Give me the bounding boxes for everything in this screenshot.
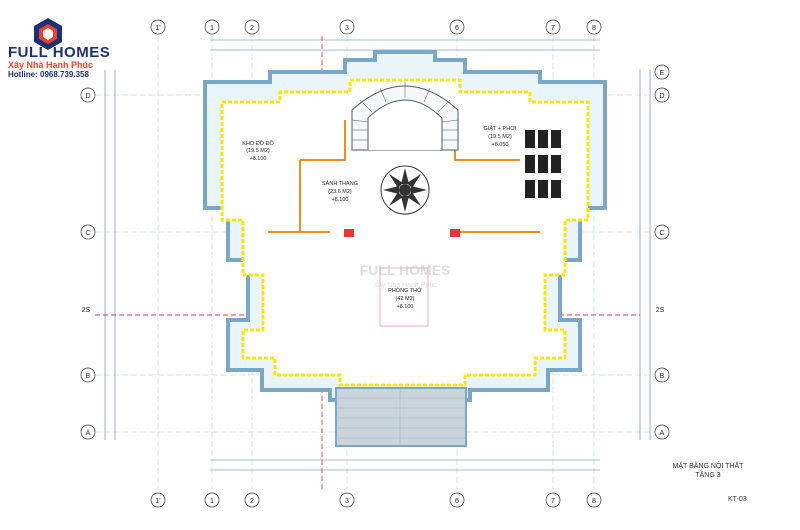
- room-level: +8.100: [332, 197, 349, 203]
- bottom-axis-bubbles: [150, 492, 602, 508]
- room-level: +8.100: [397, 304, 414, 310]
- room-name: SẢNH THANG: [322, 180, 358, 187]
- bottom-axis-label: 2: [250, 498, 254, 505]
- top-axis-label: 1': [155, 25, 160, 32]
- centerline-label: 2S: [82, 307, 91, 314]
- door-marker-right: [450, 229, 460, 237]
- room-area: (19.5 M2): [488, 134, 512, 140]
- bottom-axis-label: 8: [592, 498, 596, 505]
- floor-medallion-ornament: [380, 165, 430, 215]
- brand-slogan: Xây Nhà Hạnh Phúc: [8, 60, 94, 70]
- right-axis-bubbles: [654, 64, 670, 440]
- top-axis-label: 3: [345, 25, 349, 32]
- brand-logo-icon: [34, 18, 62, 50]
- bottom-axis-label: 7: [551, 498, 555, 505]
- left-axis-label: B: [86, 373, 91, 380]
- bottom-axis-label: 1': [155, 498, 160, 505]
- right-axis-label: C: [659, 230, 664, 237]
- bottom-axis-label: 1: [210, 498, 214, 505]
- laundry-racks: [525, 130, 561, 198]
- room-area: (42 M2): [396, 296, 415, 302]
- room-level: +8.050: [492, 142, 509, 148]
- balcony-tiles: [335, 387, 467, 447]
- top-axis-bubbles: [150, 19, 602, 35]
- drawing-title: MẶT BẰNG NỘI THẤT TẦNG 3: [668, 462, 748, 480]
- room-area: (23.6 M2): [328, 189, 352, 195]
- svg-text:Xây Nhà Hạnh Phúc: Xây Nhà Hạnh Phúc: [373, 282, 437, 289]
- staircase: [351, 82, 459, 151]
- sheet-code: KT-03: [728, 496, 747, 503]
- right-axis-label: E: [660, 70, 665, 77]
- right-axis-label: A: [660, 430, 665, 437]
- drawing-title-line-2: TẦNG 3: [695, 472, 721, 479]
- bottom-axis-label: 6: [455, 498, 459, 505]
- right-axis-label: B: [660, 373, 665, 380]
- brand-hotline: Hotline: 0968.739.358: [8, 70, 89, 79]
- room-area: (19.5 M2): [246, 148, 270, 154]
- left-axis-label: C: [85, 230, 90, 237]
- room-level: +8.100: [250, 156, 267, 162]
- interior-wall-highlight: [220, 78, 590, 387]
- svg-text:FULL HOMES: FULL HOMES: [360, 262, 451, 278]
- top-axis-label: 7: [551, 25, 555, 32]
- left-axis-label: D: [85, 93, 90, 100]
- left-axis-bubbles: [80, 87, 96, 440]
- room-name: KHO ĐỒ ĐỒ: [242, 140, 274, 147]
- left-axis-label: A: [86, 430, 91, 437]
- right-axis-label: D: [659, 93, 664, 100]
- top-axis-label: 6: [455, 25, 459, 32]
- brand-name: FULL HOMES: [8, 44, 111, 61]
- drawing-title-line-1: MẶT BẰNG NỘI THẤT: [672, 463, 744, 470]
- room-name: GIẶT + PHƠI: [484, 125, 517, 132]
- watermark: FULL HOMES Xây Nhà Hạnh Phúc: [360, 262, 451, 289]
- altar-room-outline: [379, 267, 429, 327]
- door-marker-left: [344, 229, 354, 237]
- top-dimension-lines: [104, 39, 651, 471]
- top-axis-label: 1: [210, 25, 214, 32]
- top-axis-label: 2: [250, 25, 254, 32]
- room-name: PHÒNG THỜ: [388, 287, 422, 294]
- bottom-axis-label: 3: [345, 498, 349, 505]
- partition-walls: [268, 120, 540, 233]
- top-axis-label: 8: [592, 25, 596, 32]
- centerline-label: 2S: [656, 307, 665, 314]
